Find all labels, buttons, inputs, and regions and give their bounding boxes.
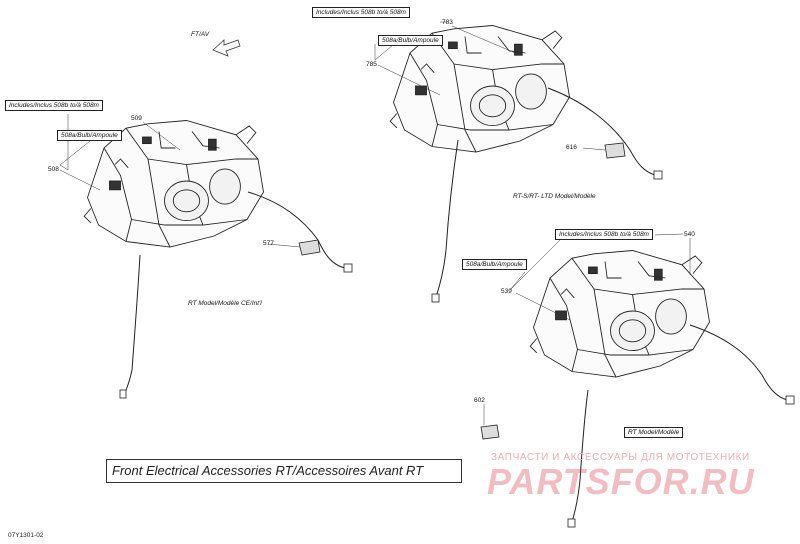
headlamp-assembly-top	[389, 25, 663, 303]
model-label-right: RT Model/Modèle	[624, 427, 684, 438]
part-number-539: 539	[501, 288, 512, 295]
diagram-title: Front Electrical Accessories RT/Accessoi…	[106, 459, 462, 483]
model-label-top: RT-S/RT- LTD Model/Modèle	[513, 193, 596, 200]
includes-callout-right: Includes/Inclus 508b to/à 508m	[555, 229, 653, 240]
bulb-callout-left: 508a/Bulb/Ampoule	[57, 130, 122, 141]
direction-label: FT/AV	[191, 31, 210, 38]
diagram-code: 07Y1301-02	[8, 532, 44, 539]
headlamp-assembly-left	[83, 120, 353, 399]
part-number-577: 577	[263, 240, 274, 247]
part-number-509: 509	[131, 115, 142, 122]
connector-602-icon	[480, 424, 500, 440]
connector-616-icon	[604, 142, 626, 159]
part-number-540: 540	[684, 231, 695, 238]
part-number-508: 508	[48, 166, 59, 173]
part-number-783: 783	[442, 19, 453, 26]
connector-577-icon	[298, 239, 321, 256]
watermark-tagline: ЗАПЧАСТИ И АКСЕССУАРЫ ДЛЯ МОТОТЕХНИКИ	[491, 452, 750, 463]
direction-arrow-icon	[212, 39, 241, 57]
watermark-logo: PARTSFOR.RU	[487, 461, 755, 502]
includes-callout-left: Includes/Inclus 508b to/à 508m	[5, 100, 103, 111]
headlamp-assembly-right	[480, 250, 795, 528]
part-number-602: 602	[474, 397, 485, 404]
part-number-616: 616	[566, 144, 577, 151]
part-number-785: 785	[366, 61, 377, 68]
bulb-callout-top: 508a/Bulb/Ampoule	[378, 35, 443, 46]
model-label-left: RT Model/Modèle CE/Int'l	[188, 300, 262, 307]
bulb-callout-right: 508a/Bulb/Ampoule	[462, 259, 527, 270]
leader-lines	[59, 21, 691, 425]
includes-callout-top: Includes/Inclus 508b to/à 508m	[312, 7, 410, 18]
